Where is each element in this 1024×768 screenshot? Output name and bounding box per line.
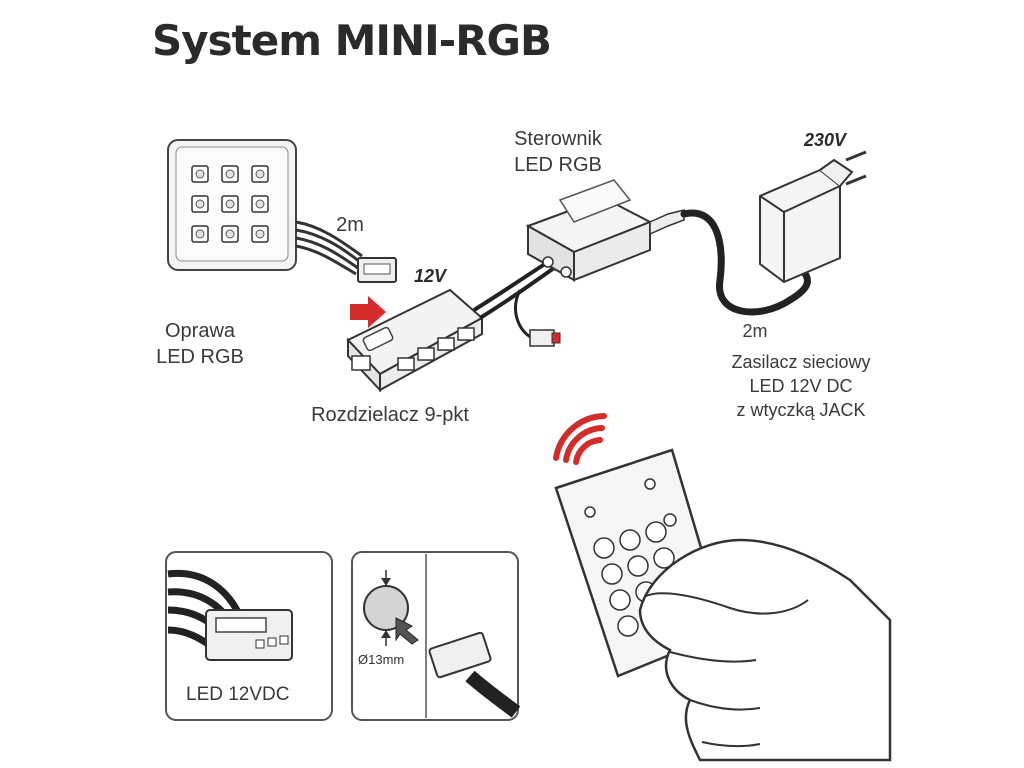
detail-box-hole: [351, 551, 521, 721]
remote-button-icon: [627, 555, 649, 577]
connector-detail-label: LED 12VDC: [186, 684, 290, 705]
red-arrow-icon: [350, 296, 386, 328]
power-supply-line3: z wtyczką JACK: [736, 400, 866, 420]
hole-diameter-label: Ø13mm: [358, 652, 405, 667]
controller-label-line2: LED RGB: [514, 154, 602, 176]
led-grid: [191, 165, 269, 243]
splitter-controller-cable: [472, 260, 561, 347]
fixture-label-line1: Oprawa: [164, 320, 236, 342]
led-icon: [191, 225, 209, 243]
remote-button-icon: [653, 547, 675, 569]
power-supply-line2: LED 12V DC: [749, 376, 853, 396]
led-fixture-icon: [167, 139, 297, 271]
controller-label: Sterownik LED RGB: [498, 126, 618, 178]
led-icon: [251, 165, 269, 183]
power-cable-length: 2m: [742, 321, 768, 341]
fixture-label: Oprawa LED RGB: [150, 318, 250, 370]
remote-button-icon: [617, 615, 639, 637]
remote-button-icon: [609, 589, 631, 611]
splitter-icon: [346, 288, 484, 393]
power-adapter-icon: [759, 150, 867, 284]
led-icon: [191, 165, 209, 183]
led-icon: [221, 165, 239, 183]
power-supply-line1: Zasilacz sieciowy: [731, 352, 871, 372]
remote-button-icon: [619, 529, 641, 551]
led-icon: [251, 225, 269, 243]
fixture-cable-length: 2m: [336, 214, 364, 236]
remote-button-icon: [645, 521, 667, 543]
controller-label-line1: Sterownik: [514, 128, 602, 150]
power-supply-label: Zasilacz sieciowy LED 12V DC z wtyczką J…: [716, 350, 886, 422]
hand-icon: [638, 538, 892, 762]
splitter-voltage: 12V: [414, 266, 447, 286]
remote-button-icon: [601, 563, 623, 585]
plug-icon: [428, 631, 521, 718]
led-icon: [221, 195, 239, 213]
remote-button-icon: [593, 537, 615, 559]
controller-icon: [525, 179, 685, 282]
connector-icon: [205, 609, 293, 661]
splitter-label: Rozdzielacz 9-pkt: [311, 404, 469, 426]
detail-box-connector: [165, 551, 333, 721]
led-icon: [251, 195, 269, 213]
signal-waves-icon: [553, 413, 607, 465]
power-cable: [680, 209, 811, 316]
fixture-cable: [295, 220, 397, 283]
led-icon: [221, 225, 239, 243]
fixture-label-line2: LED RGB: [156, 346, 244, 368]
mains-voltage: 230V: [804, 130, 847, 150]
page-title: System MINI-RGB: [152, 16, 552, 65]
led-icon: [191, 195, 209, 213]
